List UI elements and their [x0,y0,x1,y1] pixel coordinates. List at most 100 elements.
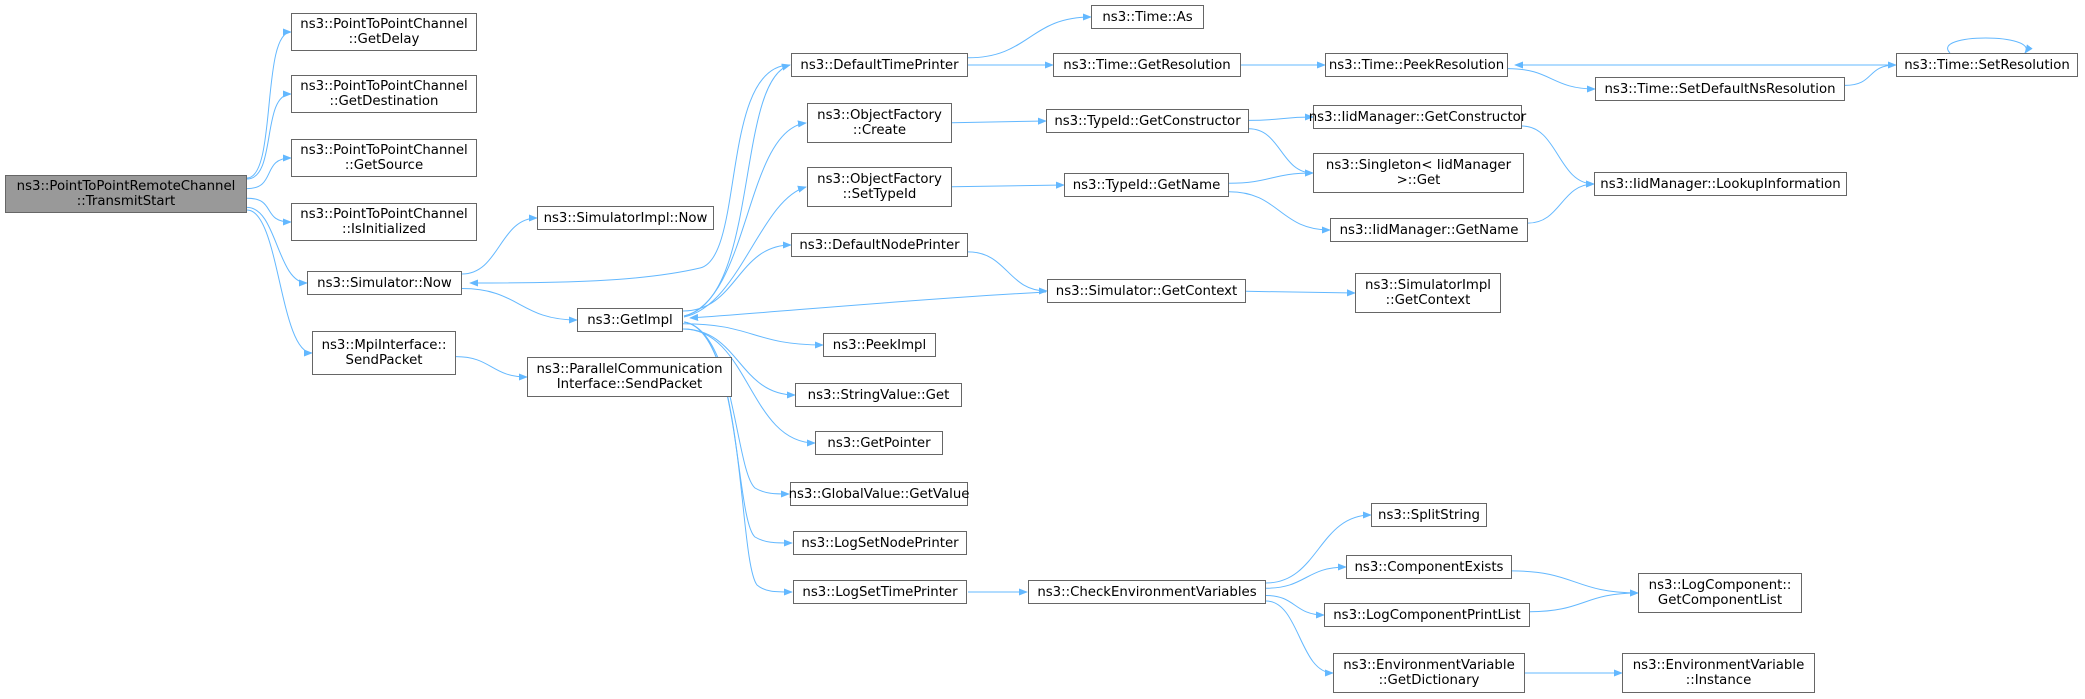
node-label-line: ::TransmitStart [76,194,176,209]
node-default-node-printer[interactable]: ns3::DefaultNodePrinter [791,233,968,257]
edge-transmit-start-to-p2p-getdestination [246,90,292,180]
node-p2p-getsource[interactable]: ns3::PointToPointChannel::GetSource [291,139,477,177]
node-typeid-getname[interactable]: ns3::TypeId::GetName [1064,173,1229,197]
node-label-line: ns3::EnvironmentVariable [1343,658,1515,673]
node-envvar-getdictionary[interactable]: ns3::EnvironmentVariable::GetDictionary [1333,653,1525,693]
edge-getimpl-to-default-node-printer [682,241,792,312]
node-label-line: ns3::DefaultTimePrinter [800,57,959,73]
node-check-env-vars[interactable]: ns3::CheckEnvironmentVariables [1028,580,1266,604]
node-label-line: ns3::ObjectFactory [817,108,942,123]
node-simulator-now[interactable]: ns3::Simulator::Now [307,271,462,295]
node-time-peekresolution[interactable]: ns3::Time::PeekResolution [1325,53,1508,77]
edge-default-node-printer-to-simulator-getcontext [967,251,1048,295]
node-iid-getname[interactable]: ns3::IidManager::GetName [1330,218,1528,242]
edge-time-setresolution-to-time-setresolution [1947,37,2033,54]
node-label-line: ns3::Time::SetResolution [1904,57,2070,73]
node-label-line: >::Get [1396,173,1441,188]
edge-transmit-start-to-mpi-sendpacket [246,209,313,357]
node-label-line: ns3::PointToPointChannel [300,207,468,222]
edge-getimpl-to-logsettimeprinter [683,321,793,596]
edge-getimpl-to-objfactory-create [683,120,807,317]
node-label-line: ns3::EnvironmentVariable [1632,658,1805,673]
node-simimpl-now[interactable]: ns3::SimulatorImpl::Now [537,206,714,230]
node-stringvalue-get[interactable]: ns3::StringValue::Get [795,383,962,407]
edge-check-env-vars-to-envvar-getdictionary [1265,600,1334,677]
node-time-as[interactable]: ns3::Time::As [1091,5,1204,29]
node-label-line: ns3::LogSetNodePrinter [801,535,959,551]
node-getpointer[interactable]: ns3::GetPointer [815,431,943,455]
node-label-line: ns3::LogComponentPrintList [1333,607,1521,623]
node-label-line: ::GetContext [1385,293,1471,308]
edge-simulator-now-to-simimpl-now [461,214,538,275]
edge-typeid-getconstructor-to-singleton-get [1248,128,1314,177]
node-splitstring[interactable]: ns3::SplitString [1371,503,1487,527]
node-label-line: ns3::GlobalValue::GetValue [788,486,970,502]
node-label-line: ns3::Time::SetDefaultNsResolution [1604,81,1836,97]
edge-check-env-vars-to-logcomponentprintlist [1265,594,1325,619]
node-label-line: ns3::DefaultNodePrinter [799,237,960,253]
node-label-line: ns3::ObjectFactory [817,172,942,187]
node-iid-getconstructor[interactable]: ns3::IidManager::GetConstructor [1309,105,1526,129]
node-label-line: ns3::Time::GetResolution [1063,57,1231,73]
edge-default-time-printer-to-simulator-now [469,64,791,287]
node-label-line: ns3::PointToPointChannel [300,17,468,32]
edge-transmit-start-to-p2p-getsource [246,154,292,190]
node-label-line: ::Create [852,123,907,138]
node-iid-lookupinformation[interactable]: ns3::IidManager::LookupInformation [1594,172,1847,196]
node-componentexists[interactable]: ns3::ComponentExists [1346,555,1512,579]
edge-simulator-getcontext-to-getimpl [689,291,1047,322]
node-label-line: ns3::MpiInterface:: [321,338,447,353]
node-objfactory-settypeid[interactable]: ns3::ObjectFactory::SetTypeId [807,167,952,207]
node-label-line: ns3::LogSetTimePrinter [802,584,958,600]
node-simimpl-getcontext[interactable]: ns3::SimulatorImpl::GetContext [1355,273,1501,313]
node-logsetnodeprinter[interactable]: ns3::LogSetNodePrinter [793,531,967,555]
node-time-setdefaultnsresolution[interactable]: ns3::Time::SetDefaultNsResolution [1595,77,1845,101]
edge-componentexists-to-logcomponent-getcomponentlist [1511,570,1639,597]
node-logcomponent-getcomponentlist[interactable]: ns3::LogComponent::GetComponentList [1638,573,1802,613]
node-singleton-get[interactable]: ns3::Singleton< IidManager>::Get [1313,153,1524,193]
node-logsettimeprinter[interactable]: ns3::LogSetTimePrinter [793,580,967,604]
edge-typeid-getname-to-iid-getname [1228,191,1331,234]
node-logcomponentprintlist[interactable]: ns3::LogComponentPrintList [1324,603,1530,627]
node-time-setresolution[interactable]: ns3::Time::SetResolution [1896,53,2078,77]
node-label-line: ns3::Simulator::GetContext [1055,283,1238,299]
node-getimpl[interactable]: ns3::GetImpl [577,308,683,332]
node-default-time-printer[interactable]: ns3::DefaultTimePrinter [791,53,968,77]
node-label-line: ns3::PointToPointRemoteChannel [16,179,236,194]
node-typeid-getconstructor[interactable]: ns3::TypeId::GetConstructor [1046,109,1249,133]
node-label-line: ns3::SplitString [1378,507,1480,523]
node-label-line: ns3::Time::As [1102,9,1193,25]
edge-check-env-vars-to-componentexists [1265,563,1347,589]
edge-getimpl-to-getpointer [682,328,816,447]
node-label-line: ns3::TypeId::GetName [1072,177,1221,193]
edge-time-peekresolution-to-time-setdefaultnsresolution [1507,68,1596,93]
node-label-line: ns3::Singleton< IidManager [1325,158,1512,173]
edge-transmit-start-to-p2p-isinitialized [246,197,292,226]
node-mpi-sendpacket[interactable]: ns3::MpiInterface::SendPacket [312,331,456,375]
node-time-getresolution[interactable]: ns3::Time::GetResolution [1053,53,1241,77]
node-label-line: ::GetDelay [348,32,420,47]
node-globalvalue-getvalue[interactable]: ns3::GlobalValue::GetValue [788,482,970,506]
node-label-line: ns3::PointToPointChannel [300,143,468,158]
node-label-line: ns3::Time::PeekResolution [1328,57,1505,73]
node-p2p-isinitialized[interactable]: ns3::PointToPointChannel::IsInitialized [291,203,477,241]
node-peekimpl[interactable]: ns3::PeekImpl [823,333,936,357]
node-label-line: ns3::GetPointer [827,435,931,451]
edge-transmit-start-to-simulator-now [246,206,308,287]
node-p2p-getdelay[interactable]: ns3::PointToPointChannel::GetDelay [291,13,477,51]
node-envvar-instance[interactable]: ns3::EnvironmentVariable::Instance [1622,653,1815,693]
node-objfactory-create[interactable]: ns3::ObjectFactory::Create [807,103,952,143]
edge-check-env-vars-to-splitstring [1265,511,1372,584]
node-label-line: ns3::LogComponent:: [1648,578,1792,593]
edge-logcomponentprintlist-to-logcomponent-getcomponentlist [1529,589,1639,613]
node-label-line: ::IsInitialized [342,222,426,237]
node-simulator-getcontext[interactable]: ns3::Simulator::GetContext [1047,279,1246,303]
node-p2p-getdestination[interactable]: ns3::PointToPointChannel::GetDestination [291,75,477,113]
node-label-line: ns3::GetImpl [587,312,673,328]
node-transmit-start: ns3::PointToPointRemoteChannel::Transmit… [5,175,247,213]
edge-transmit-start-to-p2p-getdelay [246,28,292,179]
edge-iid-getconstructor-to-iid-lookupinformation [1521,125,1595,188]
edge-typeid-getconstructor-to-iid-getconstructor [1248,113,1314,121]
edge-typeid-getname-to-singleton-get [1228,169,1314,184]
